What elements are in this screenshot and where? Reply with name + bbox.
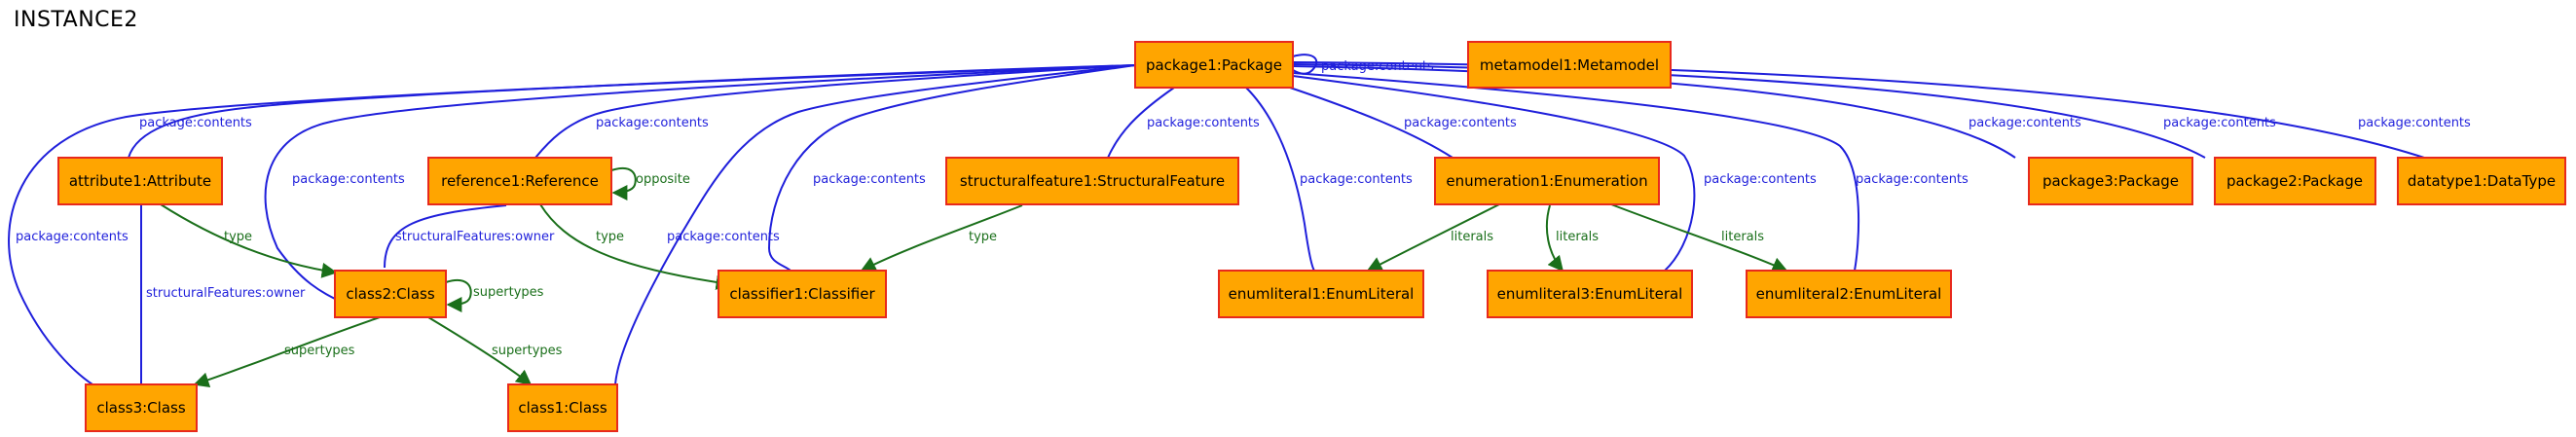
node-datatype1[interactable]: datatype1:DataType [2397, 157, 2566, 205]
node-label: structuralfeature1:StructuralFeature [960, 172, 1225, 190]
node-enumliteral2[interactable]: enumliteral2:EnumLiteral [1746, 270, 1952, 318]
edge-enumeration1-enumliteral2-literals [1610, 203, 1788, 273]
edge-labels: package:contents package:contents packag… [16, 59, 2471, 358]
label-supertypes: supertypes [284, 344, 355, 358]
node-label: package2:Package [2226, 172, 2363, 190]
node-label: datatype1:DataType [2408, 172, 2556, 190]
label-package-contents: package:contents [292, 172, 405, 187]
node-structuralfeature1[interactable]: structuralfeature1:StructuralFeature [945, 157, 1239, 205]
node-label: classifier1:Classifier [729, 285, 875, 303]
diagram-title: INSTANCE2 [14, 8, 138, 32]
edge-package1-structuralfeature1 [1107, 87, 1175, 159]
edge-package1-attribute1 [128, 64, 1136, 159]
node-class1[interactable]: class1:Class [507, 383, 618, 432]
node-label: package3:Package [2042, 172, 2179, 190]
containment-edges [8, 54, 2425, 385]
label-package-contents: package:contents [1969, 116, 2081, 130]
edge-class2-class3-supertypes [193, 316, 381, 388]
edge-class2-class2-supertypes [445, 278, 472, 312]
label-package-contents: package:contents [1147, 116, 1260, 130]
label-package-contents: package:contents [667, 230, 780, 244]
node-label: metamodel1:Metamodel [1480, 56, 1659, 74]
node-label: enumliteral1:EnumLiteral [1229, 285, 1415, 303]
node-class3[interactable]: class3:Class [85, 383, 198, 432]
label-supertypes: supertypes [492, 344, 563, 358]
edge-package1-enumeration1 [1289, 87, 1454, 159]
edge-package1-enumliteral3 [1292, 75, 1696, 272]
node-reference1[interactable]: reference1:Reference [427, 157, 612, 205]
node-label: class2:Class [346, 285, 434, 303]
node-package3[interactable]: package3:Package [2028, 157, 2193, 205]
node-package1[interactable]: package1:Package [1134, 41, 1294, 89]
edge-package1-class3 [8, 64, 1136, 385]
edge-class2-class1-supertypes [427, 316, 533, 385]
nodes: package1:Package metamodel1:Metamodel at… [57, 41, 2566, 432]
edge-package1-class2 [264, 64, 1136, 303]
label-package-contents: package:contents [2163, 116, 2276, 130]
label-type: type [596, 230, 624, 244]
label-package-contents: package:contents [1404, 116, 1517, 130]
edge-package1-datatype1 [1292, 61, 2425, 159]
node-label: attribute1:Attribute [69, 172, 211, 190]
label-literals: literals [1451, 230, 1493, 244]
edge-package1-reference1 [534, 64, 1136, 159]
edge-reference1-reference1-opposite [610, 166, 637, 200]
label-type: type [969, 230, 997, 244]
label-package-contents: package:contents [2358, 116, 2471, 130]
edge-enumeration1-enumliteral3-literals [1545, 204, 1564, 273]
edge-reference1-class2 [384, 204, 507, 269]
label-package-contents: package:contents [1856, 172, 1969, 187]
edge-structuralfeature1-classifier1-type [860, 204, 1023, 272]
node-label: class1:Class [518, 399, 607, 417]
label-package-contents: package:contents [813, 172, 926, 187]
node-label: enumeration1:Enumeration [1446, 172, 1647, 190]
node-label: enumliteral2:EnumLiteral [1756, 285, 1942, 303]
node-metamodel1[interactable]: metamodel1:Metamodel [1467, 41, 1672, 89]
node-enumeration1[interactable]: enumeration1:Enumeration [1434, 157, 1660, 205]
label-structural-features-owner: structuralFeatures:owner [395, 230, 555, 244]
label-package-contents: package:contents [16, 230, 129, 244]
label-package-contents: package:contents [1704, 172, 1817, 187]
edge-package1-classifier1 [767, 64, 1136, 272]
edge-package1-class1 [614, 64, 1136, 385]
node-enumliteral3[interactable]: enumliteral3:EnumLiteral [1487, 270, 1693, 318]
label-supertypes: supertypes [473, 285, 544, 300]
label-type: type [224, 230, 252, 244]
node-class2[interactable]: class2:Class [334, 270, 447, 318]
node-attribute1[interactable]: attribute1:Attribute [57, 157, 223, 205]
node-label: package1:Package [1146, 56, 1282, 74]
label-structural-features-owner: structuralFeatures:owner [146, 286, 306, 301]
node-label: class3:Class [96, 399, 185, 417]
reference-edges [160, 166, 1788, 388]
node-label: enumliteral3:EnumLiteral [1497, 285, 1683, 303]
label-package-contents: package:contents [596, 116, 709, 130]
label-opposite: opposite [636, 172, 690, 187]
node-label: reference1:Reference [441, 172, 599, 190]
node-package2[interactable]: package2:Package [2214, 157, 2376, 205]
node-enumliteral1[interactable]: enumliteral1:EnumLiteral [1218, 270, 1424, 318]
label-package-contents: package:contents [1300, 172, 1413, 187]
node-classifier1[interactable]: classifier1:Classifier [718, 270, 887, 318]
label-package-contents: package:contents [139, 116, 252, 130]
edge-package1-package3 [1292, 65, 2016, 159]
edge-attribute1-class2-type [160, 203, 338, 278]
label-literals: literals [1556, 230, 1599, 244]
label-package-contents: package:contents [1321, 59, 1434, 74]
edge-reference1-classifier1-type [539, 203, 732, 290]
edge-package1-enumliteral1 [1245, 87, 1315, 272]
edge-enumeration1-enumliteral1-literals [1366, 203, 1500, 272]
label-literals: literals [1721, 230, 1764, 244]
